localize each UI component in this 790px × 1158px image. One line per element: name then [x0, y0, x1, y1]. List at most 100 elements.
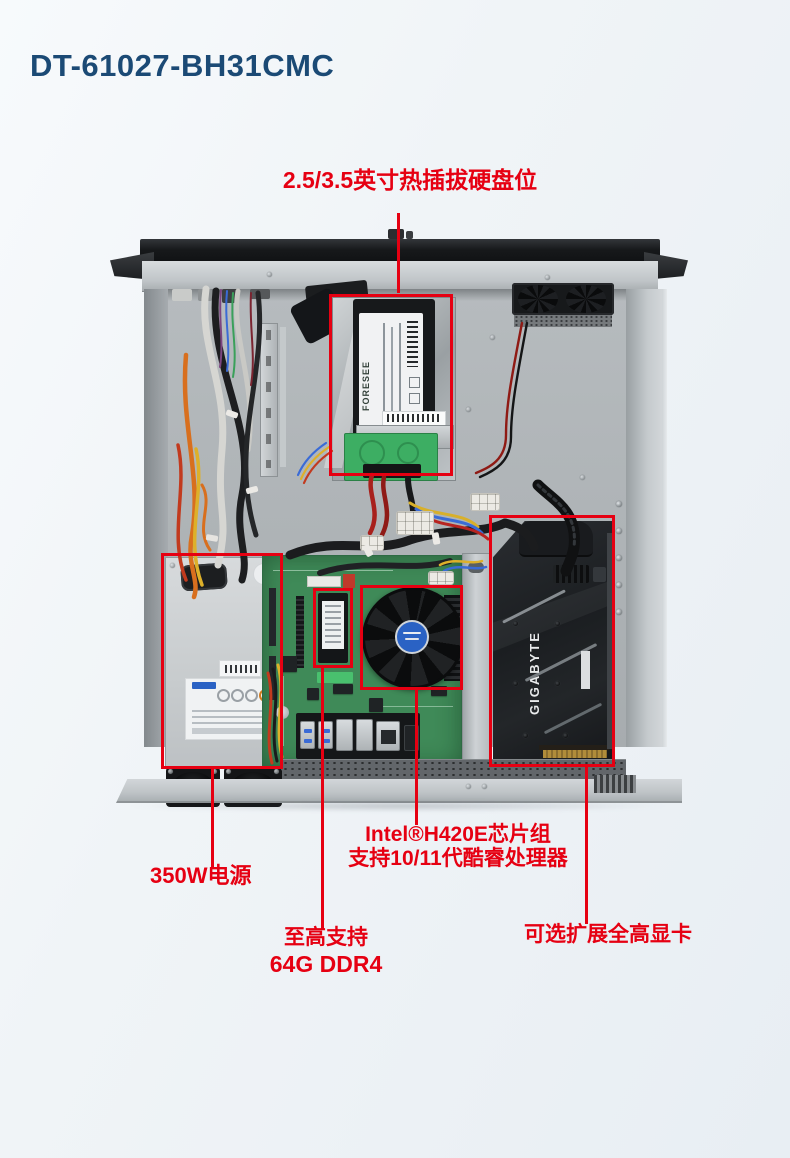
- label-chipset-line1: Intel®H420E芯片组: [365, 823, 551, 846]
- label-barcode: [407, 321, 418, 367]
- pin-header: [269, 588, 276, 646]
- pin-header: [296, 596, 304, 668]
- label-line: [383, 323, 385, 419]
- screw: [466, 784, 471, 789]
- gpu-serial-sticker: [581, 651, 590, 689]
- rear-vent-slots: [594, 775, 636, 793]
- green-sticker: [317, 672, 353, 683]
- right-wall-edge: [662, 289, 667, 747]
- center-cables: [285, 501, 539, 576]
- chip: [431, 686, 447, 696]
- ram-label: [322, 601, 344, 649]
- fan-power-connector: [428, 571, 454, 585]
- pin-header: [269, 656, 276, 700]
- product-photo: FORESEE: [110, 229, 688, 813]
- rail-slots: [266, 330, 271, 468]
- label-icon: [409, 393, 420, 404]
- case-fan-rotor: [566, 285, 606, 313]
- leader-psu: [211, 768, 214, 868]
- atx-connector: [396, 511, 434, 535]
- leader-gpu: [585, 766, 588, 924]
- label-memory-line1: 至高支持: [284, 926, 368, 949]
- screw: [545, 275, 550, 280]
- label-memory-line2: 64G DDR4: [269, 950, 383, 977]
- screw: [563, 733, 568, 738]
- fan-grille: [514, 315, 612, 327]
- io-port: [336, 719, 353, 751]
- label-line: [399, 323, 401, 415]
- right-wall: [626, 289, 662, 747]
- hdd-highlight-box: [329, 294, 453, 476]
- label-gpu: 可选扩展全高显卡: [524, 923, 692, 946]
- screw: [580, 475, 585, 480]
- left-wall: [144, 289, 168, 747]
- gpu-cable: [532, 479, 580, 577]
- fp-header: [307, 576, 341, 587]
- gpu-bracket: [607, 533, 612, 749]
- screw: [170, 563, 175, 568]
- screw: [267, 272, 272, 277]
- screw: [466, 407, 471, 412]
- label-memory: 至高支持 64G DDR4: [236, 926, 416, 977]
- usb-header-red: [343, 574, 355, 588]
- front-bezel: [140, 239, 660, 263]
- screw: [616, 528, 622, 534]
- chassis-latch-pin: [406, 231, 413, 239]
- leader-chipset: [415, 689, 418, 825]
- usb-port: [300, 721, 315, 749]
- cable-stub: [172, 289, 192, 301]
- screw: [616, 582, 622, 588]
- case-fan-rotor: [518, 285, 558, 313]
- cpu-cooler: [362, 587, 464, 689]
- screw: [274, 769, 279, 774]
- screw: [616, 501, 622, 507]
- screw: [490, 335, 495, 340]
- leader-hdd: [397, 213, 400, 293]
- label-icon: [409, 377, 420, 388]
- hub-text-line: [405, 638, 419, 640]
- chip: [369, 698, 383, 712]
- label-chipset: Intel®H420E芯片组 支持10/11代酷睿处理器: [334, 823, 582, 870]
- screw: [212, 769, 217, 774]
- chassis-shadow: [122, 801, 674, 811]
- ram-module: [318, 593, 348, 663]
- psu-highlight-box: [161, 553, 283, 769]
- fan-wires: [474, 321, 529, 479]
- io-port: [356, 719, 373, 751]
- fan-hub-sticker: [395, 620, 429, 654]
- hub-text-line: [403, 632, 421, 634]
- gpu-shroud: [493, 521, 615, 763]
- screw: [555, 681, 560, 686]
- screw: [555, 621, 560, 626]
- leader-memory: [321, 667, 324, 929]
- screw: [616, 555, 622, 561]
- screw: [482, 784, 487, 789]
- left-harness: [176, 285, 263, 600]
- screw: [523, 733, 528, 738]
- ram-highlight-box: [313, 588, 353, 668]
- screw: [226, 769, 231, 774]
- chip: [333, 684, 353, 694]
- drive-rail: [260, 323, 278, 477]
- gpu-pcb-edge: [539, 745, 609, 750]
- barcode-stripes: [387, 414, 441, 422]
- port-inset: [381, 730, 396, 744]
- drive-rail-thin: [280, 327, 286, 467]
- chip: [307, 688, 319, 700]
- connector-latch: [593, 567, 606, 582]
- display-port: [376, 721, 400, 751]
- label-line: [391, 327, 393, 415]
- screw: [513, 681, 518, 686]
- chassis-latch: [388, 229, 404, 239]
- label-chipset-line2: 支持10/11代酷睿处理器: [348, 846, 568, 870]
- silkscreen: [383, 706, 453, 707]
- chip: [281, 656, 297, 672]
- label-hdd-bay: 2.5/3.5英寸热插拔硬盘位: [282, 167, 538, 193]
- label-rows: [325, 605, 341, 645]
- graphics-card: GIGABYTE: [493, 521, 615, 763]
- power-connector: [470, 493, 500, 511]
- screw: [168, 769, 173, 774]
- label-psu: 350W电源: [150, 863, 252, 888]
- cpu-highlight-box: [360, 585, 463, 690]
